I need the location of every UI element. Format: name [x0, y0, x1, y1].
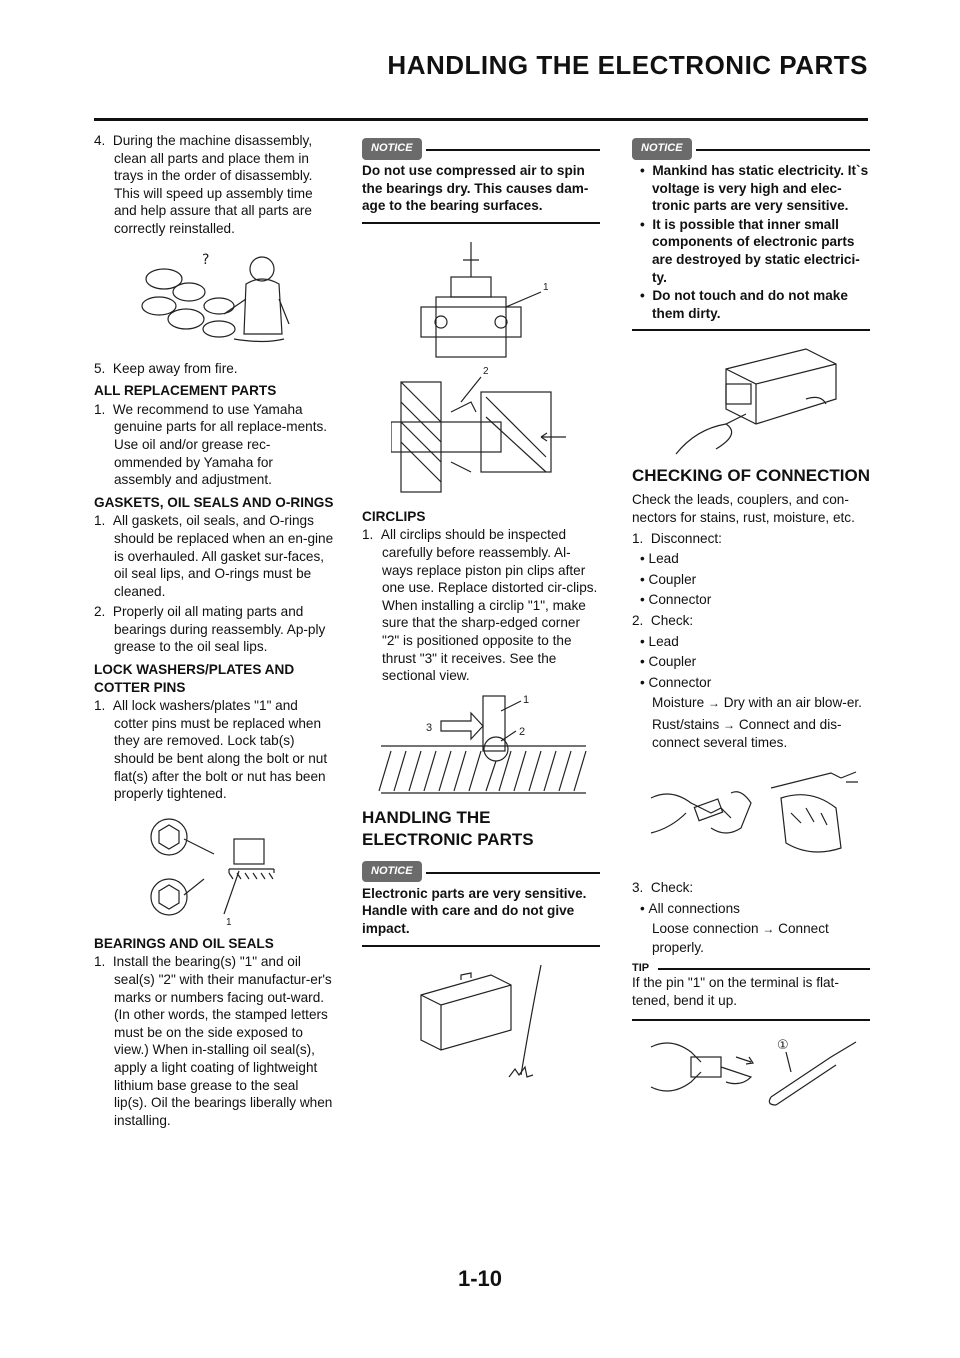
bullet-item: • Connector: [640, 592, 712, 608]
subheading: LOCK WASHERS/PLATES AND COTTER PINS: [94, 662, 295, 695]
fig-label: 1: [543, 282, 549, 293]
arrow-right-icon: →: [723, 717, 736, 732]
fig-label: 3: [426, 722, 432, 734]
fig-label: 1: [226, 917, 232, 928]
lock-washer-illustration: 1: [150, 818, 275, 928]
page-title: HANDLING THE ELECTRONIC PARTS: [387, 50, 868, 80]
bullet-item: • Mankind has static electricity. It`s v…: [640, 163, 869, 214]
notice-body: Do not use compressed air to spin the be…: [362, 162, 600, 224]
circlip-section-illustration: 1 2 3: [378, 694, 587, 794]
notice-badge: NOTICE: [632, 138, 692, 160]
electronic-part-drop-illustration: [420, 964, 542, 1078]
list-item: 1. All circlips should be inspected care…: [362, 527, 598, 684]
measure-line: Moisture → Dry with an air blow-er.: [652, 695, 862, 711]
column-3: NOTICE • Mankind has static electricity.…: [632, 132, 870, 1133]
arrow-right-icon: →: [762, 922, 775, 937]
bullet-item: • It is possible that inner small compon…: [640, 216, 860, 285]
notice-header: NOTICE: [362, 855, 600, 883]
tip-header: TIP: [632, 960, 870, 974]
notice-header: NOTICE: [362, 132, 600, 160]
notice-body: • Mankind has static electricity. It`s v…: [632, 162, 870, 332]
tip-body: If the pin "1" on the terminal is flat-t…: [632, 974, 870, 1021]
terminal-pin-illustration: ①: [650, 1038, 857, 1106]
column-2: NOTICE Do not use compressed air to spin…: [362, 132, 600, 1101]
list-item: 2. Properly oil all mating parts and bea…: [94, 604, 326, 655]
tip-label: TIP: [632, 962, 650, 975]
column-1: 4. During the machine disassembly, clean…: [94, 132, 334, 1132]
subheading: ALL REPLACEMENT PARTS: [94, 383, 277, 399]
fig-label: 2: [483, 366, 489, 377]
paragraph: Check the leads, couplers, and con-necto…: [632, 492, 855, 525]
section-title: CHECKING OF CONNECTION: [632, 466, 870, 486]
list-item: 1. All lock washers/plates "1" and cotte…: [94, 698, 328, 802]
notice-body: Electronic parts are very sensitive. Han…: [362, 885, 600, 947]
list-item: 1. We recommend to use Yamaha genuine pa…: [94, 401, 328, 488]
arrow-right-icon: →: [707, 696, 720, 711]
list-item: 1. All gaskets, oil seals, and O-rings s…: [94, 513, 334, 599]
bullet-item: • Lead: [640, 551, 679, 567]
bullet-item: • Connector: [640, 674, 712, 690]
page-number: 1-10: [457, 1266, 503, 1291]
bullet-item: • Coupler: [640, 654, 697, 670]
measure-line: Rust/stains → Connect and dis-connect se…: [652, 716, 842, 751]
bearing-seal-illustration: 1 2: [391, 241, 566, 493]
fig-label: ①: [777, 1038, 789, 1053]
bullet-item: • Coupler: [640, 571, 697, 587]
bullet-item: • Do not touch and do not make them dirt…: [640, 288, 848, 321]
list-item: 2. Check:: [632, 612, 694, 628]
list-item: 1. Disconnect:: [632, 530, 722, 546]
fig-label: 1: [523, 694, 529, 706]
list-item: 5. Keep away from fire.: [94, 360, 238, 376]
list-item: 1. Install the bearing(s) "1" and oil se…: [94, 954, 333, 1128]
notice-badge: NOTICE: [362, 860, 422, 883]
subheading: BEARINGS AND OIL SEALS: [94, 935, 274, 951]
notice-badge: NOTICE: [362, 138, 422, 160]
hand-on-ecu-illustration: [675, 348, 837, 455]
notice-header: NOTICE: [632, 132, 870, 160]
section-title: HANDLING THE ELECTRONIC PARTS: [362, 807, 534, 849]
subheading: CIRCLIPS: [362, 508, 426, 524]
bullet-item: • All connections: [640, 900, 740, 916]
list-item: 3. Check:: [632, 880, 694, 896]
title-rule: [94, 118, 868, 121]
list-item: 4. During the machine disassembly, clean…: [94, 133, 313, 236]
bullet-item: • Lead: [640, 633, 679, 649]
connector-cleaning-illustration: [650, 771, 858, 853]
measure-line: Loose connection → Connect properly.: [652, 921, 829, 955]
fig-label: 2: [519, 726, 525, 738]
subheading: GASKETS, OIL SEALS AND O-RINGS: [94, 494, 334, 510]
svg-text:?: ?: [202, 252, 209, 268]
mechanic-with-trays-illustration: ?: [141, 252, 290, 342]
